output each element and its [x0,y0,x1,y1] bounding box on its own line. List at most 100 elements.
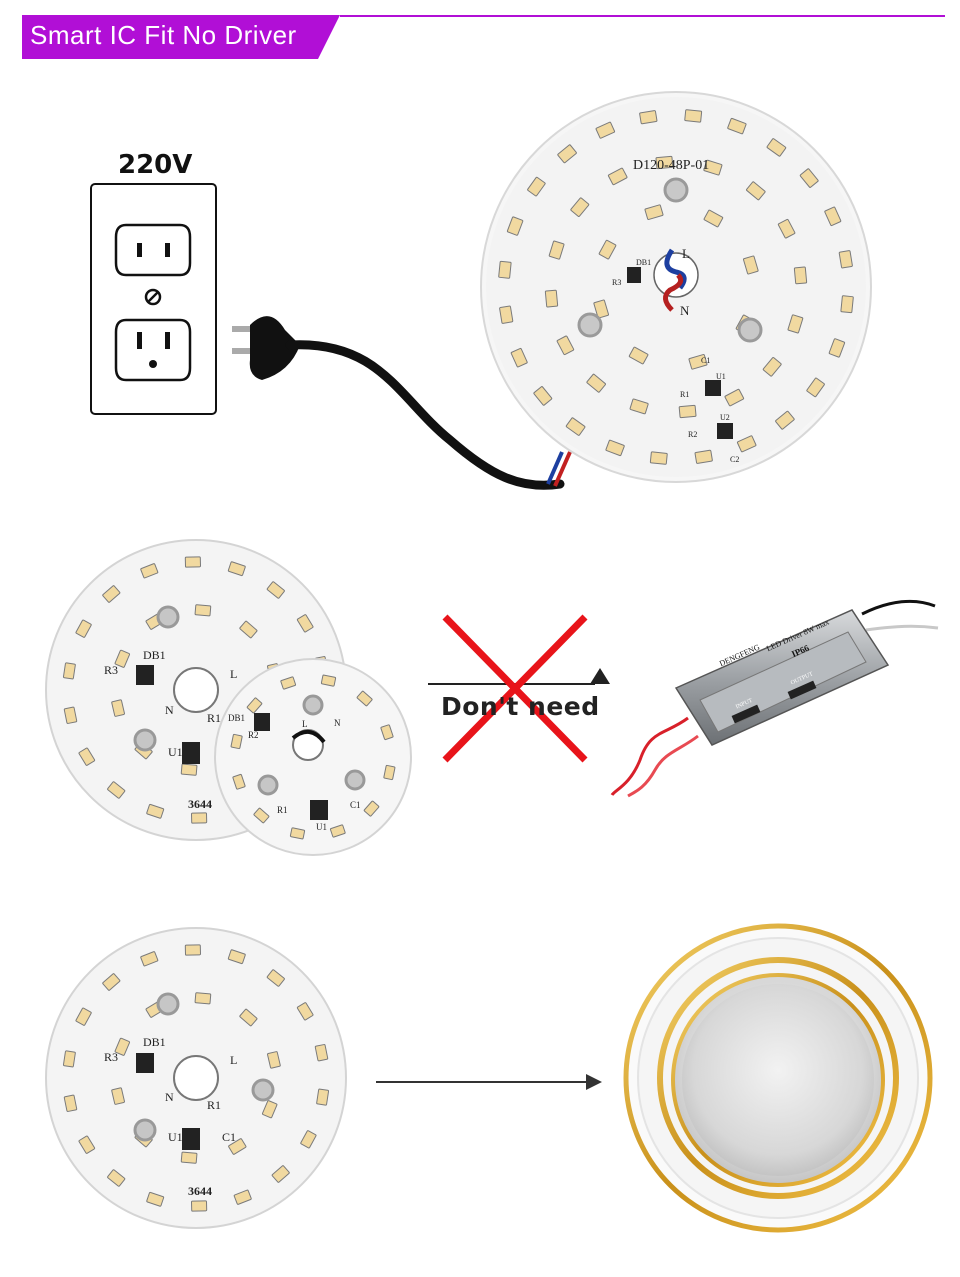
board-3644-lower-n: N [165,1090,174,1104]
led-chip [140,951,159,967]
led-chip [806,377,825,398]
downlight-lamp [623,923,933,1233]
board-3644-r1: R1 [207,711,222,725]
board-3644-db1: DB1 [143,648,166,662]
large-board-r2: R2 [688,430,698,439]
led-chip [595,121,616,139]
led-chip [828,338,846,358]
small-board-n: N [334,718,341,728]
led-chip [684,109,703,123]
led-chip [228,1138,247,1155]
banner-title: Smart IC Fit No Driver [30,20,297,50]
led-chip [289,827,306,840]
led-chip [280,676,297,690]
led-chip [227,561,246,577]
small-led-board [214,658,412,856]
led-chip [727,117,747,135]
led-chip [762,357,782,377]
led-chip [383,764,396,781]
led-chip [107,1169,126,1187]
led-chip [498,260,512,279]
led-chip [63,1094,78,1112]
led-chip [233,1189,252,1205]
large-board-live: L [682,246,690,261]
led-chip [746,181,766,201]
led-chip [191,812,208,824]
led-chip [506,216,524,236]
board-3644-lower-c1: C1 [222,1130,237,1144]
led-chip [63,706,78,724]
led-chip [266,969,285,987]
led-chip [78,747,96,766]
led-chip [184,556,201,568]
led-chip [62,1050,76,1068]
led-chip [593,299,609,319]
small-board-l: L [302,719,308,729]
led-chip [570,197,590,217]
board-3644-lower-l: L [230,1053,238,1067]
large-board-c2: C2 [730,455,740,464]
board-3644-lower [45,927,347,1229]
large-board-u1: U1 [716,372,726,381]
board-3644-u1: U1 [168,745,183,759]
led-chip [194,992,212,1005]
led-chip [102,973,121,991]
led-chip [639,110,658,125]
led-chip [314,1044,329,1062]
led-chip [75,1007,92,1026]
led-chip [548,240,565,260]
led-chip [180,1151,198,1164]
led-chip [527,176,546,197]
led-chip [628,346,649,365]
led-chip [114,649,131,668]
board-3644-n: N [165,703,174,717]
led-chip [838,250,853,269]
led-chip [544,289,559,308]
led-chip [232,773,246,790]
led-chip [114,1037,131,1056]
led-chip [184,944,201,956]
led-chip [239,620,258,639]
large-board-neutral: N [680,303,690,318]
led-chip [363,800,380,817]
led-chip [629,398,649,415]
led-chip [380,724,394,741]
led-chip [111,699,125,717]
led-chip [736,435,757,453]
led-chip [586,373,606,393]
led-chip [329,824,346,838]
led-driver-box [610,599,939,798]
wall-outlet [90,183,217,415]
large-board-r3: R3 [612,278,622,287]
led-chip [246,697,263,714]
led-chip [62,662,76,680]
board-3644-r3: R3 [104,663,119,677]
led-chip [724,388,745,407]
led-chip [787,314,804,334]
led-chip [556,335,575,356]
led-chip [261,1100,278,1119]
board-3644-l: L [230,667,238,681]
led-chip [227,949,246,965]
led-chip [678,404,697,419]
led-chip [499,305,514,324]
led-chip [766,138,787,157]
led-chip [655,155,674,170]
led-chip [267,1051,281,1069]
small-board-c1: C1 [350,800,361,810]
led-chip [111,1087,125,1105]
led-chip [75,619,92,638]
led-chip [510,347,528,368]
small-board-r1: R1 [277,805,288,815]
dont-need-label: Don't need [441,692,600,721]
led-chip [824,206,842,227]
led-chip [688,354,708,370]
large-led-board [480,91,872,483]
led-chip [107,781,126,799]
led-chip [703,159,723,176]
led-chip [533,386,553,406]
led-chip [605,439,625,457]
led-chip [140,563,159,579]
large-board-model: D120-48P-01 [633,158,710,173]
